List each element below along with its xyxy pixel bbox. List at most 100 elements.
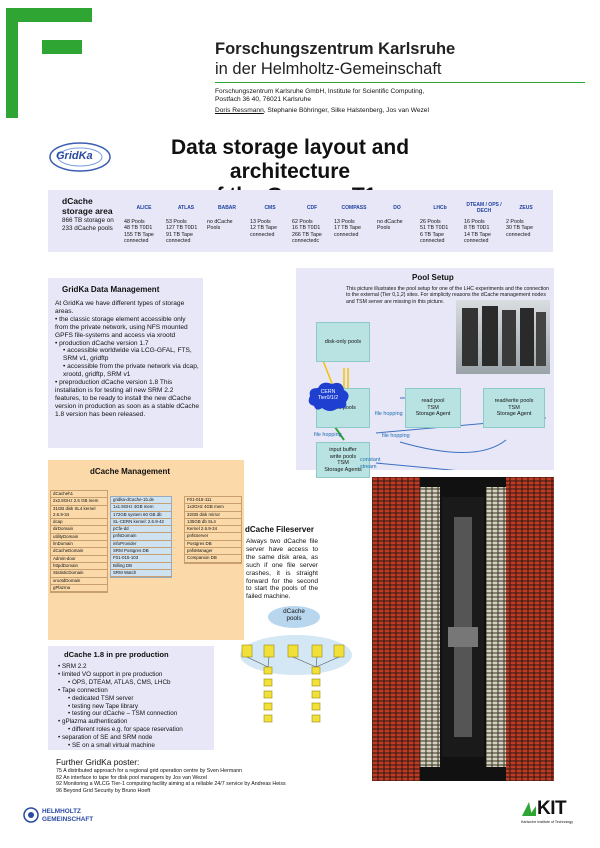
helmholtz-text: HELMHOLTZ GEMEINSCHAFT	[42, 808, 93, 823]
management-row: lmDomain	[51, 541, 107, 549]
storage-area-title-line2: storage area	[62, 206, 113, 216]
helmholtz-logo	[22, 806, 40, 829]
vo-stat-l3: connected	[334, 231, 359, 238]
disk-only-pools-box: disk-only pools	[316, 322, 370, 362]
gridka-mgmt-intro: At GridKa we have different types of sto…	[55, 300, 185, 315]
vo-stat-l2: 16 TB T0D1	[292, 225, 321, 232]
vo-logo-text: ZEUS	[519, 204, 533, 211]
vo-stat-l4: connected	[464, 237, 489, 244]
vo-logo-text: ALICE	[136, 204, 152, 211]
vo-logo-icon: COMPASS	[334, 199, 374, 217]
dcache-pools-label: dCache pools	[268, 608, 320, 622]
gridka-mgmt-bullet-2: • production dCache version 1.7	[55, 339, 149, 347]
vo-stat-l2: 12 TB Tape	[250, 225, 277, 232]
vo-stat-l1: 16 Pools	[464, 219, 485, 225]
preprod-item: • SE on a small virtual machine	[68, 742, 155, 750]
further-poster-item: 75 A distributed approach for a regional…	[56, 768, 243, 774]
vo-logo-icon: CMS	[250, 199, 290, 217]
vo-stat-l1: no dCache	[377, 219, 403, 225]
management-row: 32GB disk mirror	[185, 512, 241, 519]
fileserver-text: Always two dCache file server have acces…	[246, 538, 318, 601]
read-pool-label-3: Storage Agent	[415, 411, 451, 418]
file-hopping-label-1: file hopping	[375, 411, 403, 417]
vo-logo-icon: ATLAS	[166, 199, 206, 217]
vo-logo-icon: CDF	[292, 199, 332, 217]
management-row: gridka-dCache-1b.de	[111, 497, 171, 505]
pool-setup-description: This picture illustrates the pool setup …	[346, 286, 550, 305]
management-row: SL-CERN kernel: 2.6.9-42	[111, 519, 171, 527]
further-title: Further GridKa poster:	[56, 757, 140, 767]
institution-subtitle: in der Helmholtz-Gemeinschaft	[215, 60, 442, 78]
preprod-item: • dedicated TSM server	[68, 694, 134, 702]
vo-stat-l2: 17 TB Tape	[334, 225, 361, 232]
preprod-item: • SRM 2.2	[58, 663, 87, 670]
vo-logo-icon: DO	[377, 199, 417, 217]
vo-stat-l2: 127 TB T0D1	[166, 225, 198, 232]
gridka-mgmt-body: At GridKa we have different types of sto…	[55, 300, 200, 419]
input-buffer-label-3: TSM	[337, 460, 349, 466]
gridka-mgmt-bullet-3: • preproduction dCache version 1.8 This …	[55, 379, 200, 418]
vo-stat-l1: 2 Pools	[506, 219, 524, 225]
address-line2: Postfach 36 40, 76021 Karlsruhe	[215, 96, 312, 103]
dcache-pools-label-2: pools	[286, 615, 302, 622]
dcache-pools-label-1: dCache	[283, 608, 305, 615]
vo-stat-l1: 62 Pools	[292, 219, 313, 225]
vo-stat-l4: connected	[166, 237, 191, 244]
management-row: pnfsManager	[185, 548, 241, 556]
vo-stat-l2: 30 TB Tape	[506, 225, 533, 232]
helmholtz-logo-icon	[23, 807, 39, 823]
management-row: 31GB disk SL4 kernel 2.6.9-34	[51, 506, 107, 520]
fileserver-diagram: dCache pools	[236, 605, 356, 735]
storage-summary-line1: 866 TB storage on	[62, 217, 114, 224]
management-row: 1x3GHz 4GB mem	[185, 504, 241, 512]
further-poster-item: 96 Beyond Grid Security by Bruno Hoeft	[56, 787, 151, 794]
vo-stat-l3: 6 TB Tape	[420, 231, 444, 238]
preprod-item: • gPlazma authentication	[58, 718, 128, 726]
read-pool-tsm-box: read pool TSM Storage Agent	[405, 388, 461, 428]
management-row: 172GB system 60 GB db	[111, 512, 171, 519]
preprod-item: • separation of SE and SRM node	[58, 734, 153, 742]
management-row: 2x2.8GHz 2.5 GB mem	[51, 498, 107, 506]
management-row: utilityDomain	[51, 534, 107, 542]
vo-logo-icon: BABAR	[207, 199, 247, 217]
management-row: F01-015-111	[185, 497, 241, 505]
vo-logo-text: DTEAM / OPS / DECH	[466, 201, 502, 214]
management-row: SRM Postgres DB	[111, 548, 171, 556]
brand-bar-top	[6, 8, 92, 22]
poster-title-line1: Data storage layout and architecture	[170, 136, 410, 183]
management-row: StatisticDomain	[51, 570, 107, 578]
fileserver-diagram-graphic	[240, 606, 352, 723]
gridka-logo-text: GridKa	[56, 150, 93, 162]
management-row: SRM Watch	[111, 570, 171, 578]
vo-logo-icon: LHCb	[420, 199, 460, 217]
helmholtz-text-2: GEMEINSCHAFT	[42, 815, 94, 823]
other-authors: , Stephanie Böhringer, Silke Halstenberg…	[263, 107, 429, 114]
cern-cloud: CERN Tier0/1/2	[306, 380, 350, 412]
vo-stat-l4: connected	[420, 237, 445, 244]
management-row: Postgres DB	[185, 541, 241, 549]
preprod-item: • testing new Tape library	[68, 702, 138, 710]
storage-area-title-line1: dCache	[62, 196, 93, 206]
management-row: infoProvider	[111, 541, 171, 549]
vo-stat-l2: 51 TB T0D1	[420, 225, 449, 232]
read-write-pools-box: read/write pools TSM Storage Agent	[483, 388, 545, 428]
stream-label-1: constant	[360, 457, 381, 463]
brand-bar-small	[42, 40, 82, 54]
gridka-mgmt-bullet-2a: • accessible worldwide via LCG-GFAL, FTS…	[63, 347, 192, 363]
vo-stat-l3: connected	[250, 231, 275, 238]
vo-logo-icon: ZEUS	[506, 199, 546, 217]
preprod-title: dCache 1.8 in pre production	[64, 650, 169, 659]
vo-stat-l2: Pools	[207, 225, 221, 232]
constant-stream-label: constant stream	[360, 457, 380, 470]
vo-stat-l2: Pools	[377, 225, 391, 232]
preprod-list: • SRM 2.2• limited VO support in pre pro…	[58, 663, 210, 750]
cern-label-2: Tier0/1/2	[317, 395, 339, 401]
input-buffer-label-1: input buffer	[329, 447, 357, 453]
vo-stat-l1: 26 Pools	[420, 219, 441, 225]
